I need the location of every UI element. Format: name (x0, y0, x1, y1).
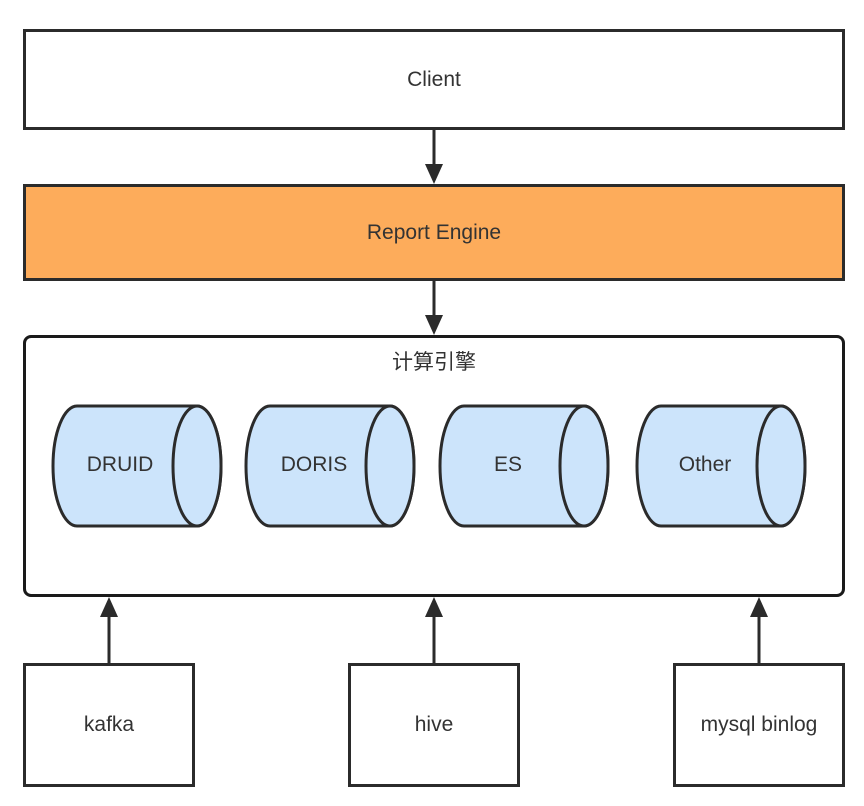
client-box: Client (23, 29, 845, 130)
cylinder-other-label: Other (678, 453, 732, 476)
arrow-kafka-to-compute (100, 597, 118, 663)
arrow-hive-to-compute (425, 597, 443, 663)
source-hive-label: hive (414, 713, 454, 736)
source-mysql-binlog-label: mysql binlog (700, 713, 818, 736)
client-label: Client (407, 67, 461, 91)
arrow-mysql-binlog-to-compute (750, 597, 768, 663)
compute-engine-title: 计算引擎 (392, 350, 476, 374)
source-hive-box: hive (348, 663, 520, 787)
source-mysql-binlog-box: mysql binlog (673, 663, 845, 787)
arrow-engine-to-compute (425, 281, 443, 335)
arrow-client-to-engine (425, 130, 443, 184)
report-engine-box: Report Engine (23, 184, 845, 281)
cylinder-druid-label: DRUID (86, 453, 154, 476)
report-engine-label: Report Engine (366, 220, 502, 244)
cylinder-es-label: ES (493, 453, 522, 476)
source-kafka-label: kafka (83, 713, 135, 736)
source-kafka-box: kafka (23, 663, 195, 787)
cylinder-doris-label: DORIS (280, 453, 348, 476)
